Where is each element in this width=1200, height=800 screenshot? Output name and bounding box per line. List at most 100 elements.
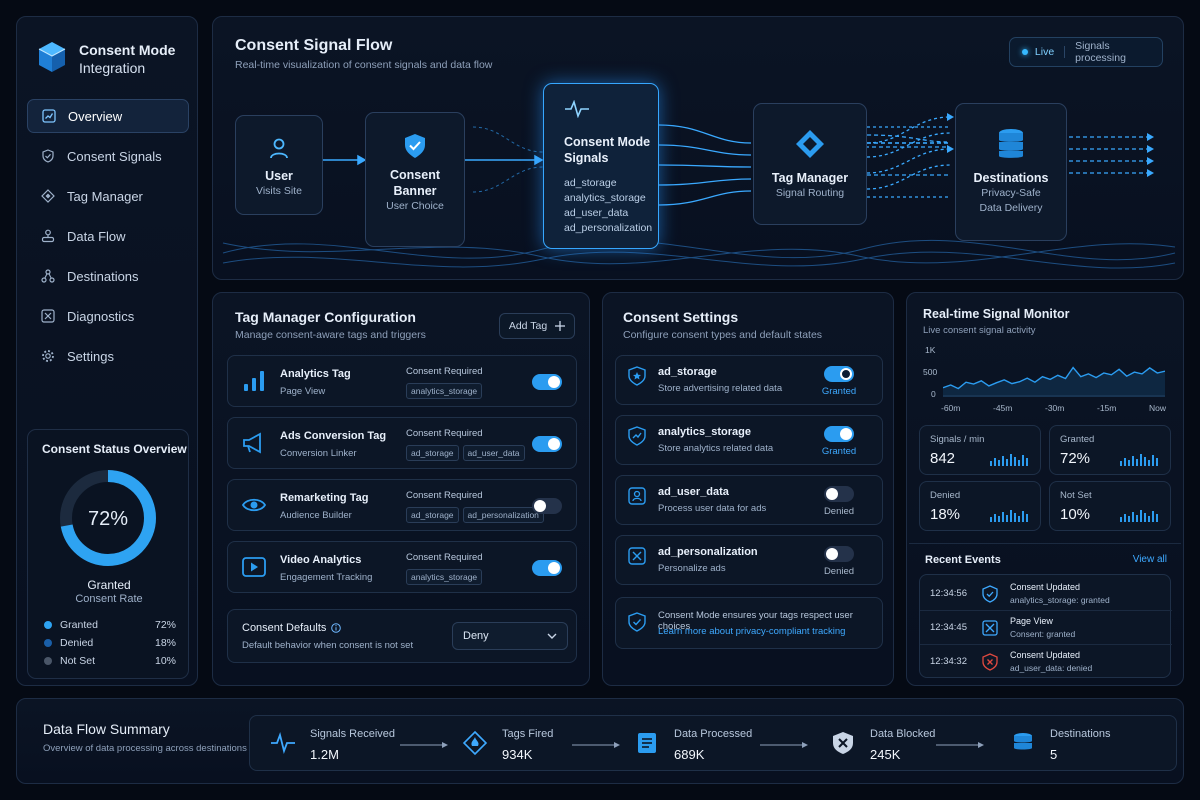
metric-value: 18%	[930, 506, 961, 523]
tag-row-ads-conversion[interactable]: Ads Conversion Tag Conversion Linker Con…	[227, 417, 577, 469]
event-row[interactable]: 12:34:56 Consent Updated analytics_stora…	[920, 577, 1172, 611]
sidebar-item-data-flow[interactable]: Data Flow	[27, 219, 189, 253]
info-learn-more-link[interactable]: Learn more about privacy-compliant track…	[658, 626, 846, 637]
sidebar-item-destinations[interactable]: Destinations	[27, 259, 189, 293]
defaults-select[interactable]: Deny	[452, 622, 568, 650]
defaults-title: Consent Defaults	[242, 622, 327, 634]
setting-name: ad_user_data	[658, 486, 729, 498]
sidebar-nav: Overview Consent Signals Tag Manager Dat…	[27, 99, 189, 379]
arrow-right-icon	[572, 742, 620, 748]
sparkline-bar	[998, 460, 1000, 466]
donut-label: Granted	[87, 578, 131, 592]
settings-subtitle: Configure consent types and default stat…	[623, 329, 823, 341]
event-title: Consent Updated	[1010, 582, 1081, 592]
sidebar-item-label: Consent Signals	[67, 148, 162, 164]
events-list: 12:34:56 Consent Updated analytics_stora…	[919, 574, 1172, 679]
setting-toggle[interactable]	[824, 426, 854, 442]
sidebar-item-overview[interactable]: Overview	[27, 99, 189, 133]
defaults-select-value: Deny	[463, 630, 489, 642]
sparkline-bar	[1140, 510, 1142, 522]
arrow-right-icon	[760, 742, 808, 748]
shield-star-icon	[628, 366, 646, 386]
setting-state: Denied	[823, 506, 855, 517]
tag-toggle[interactable]	[532, 374, 562, 390]
tag-toggle[interactable]	[532, 436, 562, 452]
pulse-icon	[565, 100, 589, 118]
live-status-badge[interactable]: Live Signals processing	[1009, 37, 1163, 67]
consent-setting-analytics-storage: analytics_storage Store analytics relate…	[615, 415, 883, 465]
consent-chip: ad_storage	[406, 507, 459, 523]
sparkline-bar	[1136, 515, 1138, 522]
sidebar-item-label: Destinations	[67, 268, 139, 284]
bar-chart-icon	[244, 371, 264, 391]
sidebar-item-consent-signals[interactable]: Consent Signals	[27, 139, 189, 173]
flow-node-destinations[interactable]: Destinations Privacy-Safe Data Delivery	[955, 103, 1067, 241]
node-sub: Signal Routing	[775, 187, 845, 199]
metric-denied: Denied 18%	[919, 481, 1041, 531]
play-icon	[242, 557, 266, 577]
tag-toggle[interactable]	[532, 498, 562, 514]
flow-node-consent-banner[interactable]: Consent Banner User Choice	[365, 112, 465, 247]
tag-toggle[interactable]	[532, 560, 562, 576]
live-status-text: Signals processing	[1075, 40, 1126, 64]
node-sub: User Choice	[386, 200, 444, 212]
sparkline-bar	[1144, 513, 1146, 522]
node-title: Consent Mode	[564, 135, 651, 149]
sparkline-bar	[1148, 460, 1150, 466]
setting-toggle[interactable]	[824, 486, 854, 502]
node-title: Consent	[390, 168, 440, 182]
tag-trigger: Audience Builder	[280, 510, 352, 521]
sparkline-bar	[990, 517, 992, 522]
event-row[interactable]: 12:34:45 Page View Consent: granted	[920, 611, 1172, 645]
signal-item: ad_storage	[564, 177, 617, 189]
view-all-link[interactable]: View all	[1132, 554, 1167, 565]
database-icon	[999, 129, 1023, 158]
flow-node-tag-manager[interactable]: Tag Manager Signal Routing	[753, 103, 867, 225]
info-icon[interactable]	[331, 623, 342, 633]
setting-name: analytics_storage	[658, 426, 751, 438]
setting-toggle[interactable]	[824, 366, 854, 382]
sparkline-bar	[1152, 511, 1154, 522]
tag-manager-diamond-icon	[796, 130, 824, 158]
summary-value: 934K	[502, 747, 533, 762]
sparkline-bar	[1140, 454, 1142, 466]
summary-label: Data Blocked	[870, 728, 936, 740]
sidebar-item-label: Settings	[67, 348, 114, 364]
sidebar-item-label: Overview	[68, 108, 123, 124]
flow-node-consent-mode-signals[interactable]: Consent Mode Signals ad_storage analytic…	[543, 83, 659, 249]
legend-label: Granted	[60, 619, 98, 631]
metric-value: 842	[930, 450, 956, 467]
setting-toggle[interactable]	[824, 546, 854, 562]
sidebar-item-settings[interactable]: Settings	[27, 339, 189, 373]
app-title: Consent Mode	[79, 42, 176, 58]
tag-row-analytics[interactable]: Analytics Tag Page View Consent Required…	[227, 355, 577, 407]
legend-label: Not Set	[60, 655, 96, 667]
sparkline-bar	[1018, 460, 1020, 466]
flow-connectors	[222, 113, 1176, 269]
legend-label: Denied	[60, 637, 94, 649]
sidebar: Consent Mode Integration Overview Consen…	[16, 16, 198, 686]
page-view-icon	[982, 620, 998, 636]
event-time: 12:34:45	[930, 622, 967, 633]
sidebar-item-tag-manager[interactable]: Tag Manager	[27, 179, 189, 213]
add-tag-button[interactable]: Add Tag	[499, 313, 575, 339]
tag-row-remarketing[interactable]: Remarketing Tag Audience Builder Consent…	[227, 479, 577, 531]
summary-label: Signals Received	[310, 728, 395, 740]
sidebar-item-diagnostics[interactable]: Diagnostics	[27, 299, 189, 333]
document-icon	[638, 733, 656, 753]
sparkline-bar	[1018, 516, 1020, 522]
shield-x-icon	[982, 653, 998, 671]
live-dot-icon	[1022, 49, 1028, 55]
summary-value: 5	[1050, 747, 1058, 762]
event-row[interactable]: 12:34:32 Consent Updated ad_user_data: d…	[920, 645, 1172, 679]
sparkline-bar	[1136, 459, 1138, 466]
sparkline-bar	[1002, 456, 1004, 466]
metric-signals-per-min: Signals / min 842	[919, 425, 1041, 475]
live-label: Live	[1035, 46, 1066, 58]
consent-required-label: Consent Required	[406, 552, 483, 563]
node-title: Destinations	[973, 171, 1049, 185]
flow-node-user[interactable]: User Visits Site	[235, 115, 323, 215]
tag-row-video-analytics[interactable]: Video Analytics Engagement Tracking Cons…	[227, 541, 577, 593]
metric-label: Not Set	[1060, 490, 1092, 501]
